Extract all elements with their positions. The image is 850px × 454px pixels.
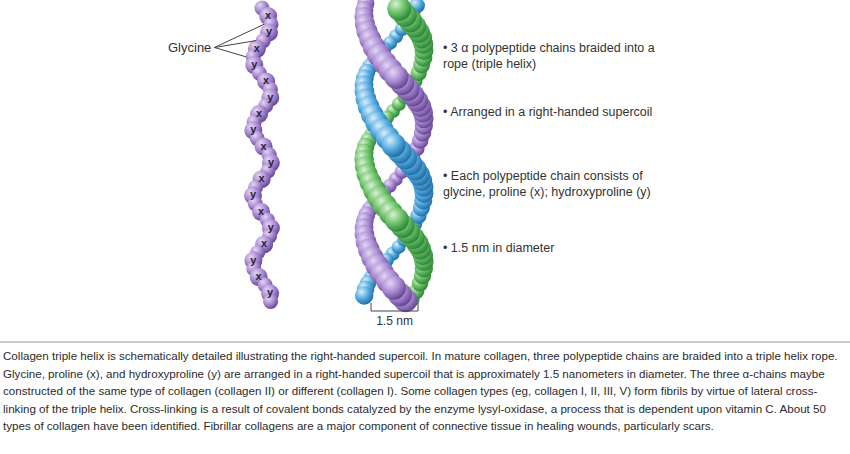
- residue-letter: x: [253, 108, 265, 119]
- bullet-note: • Each polypeptide chain consists of gly…: [443, 168, 658, 200]
- helix-sphere: [382, 133, 406, 157]
- helix-sphere: [385, 208, 409, 232]
- residue-letter: x: [256, 173, 268, 184]
- caption-rule: [0, 342, 850, 343]
- residue-letter: y: [247, 255, 259, 266]
- bullet-note: • 1.5 nm in diameter: [443, 240, 658, 256]
- residue-letter: x: [258, 141, 270, 152]
- residue-letter: y: [263, 26, 275, 37]
- residue-letter: y: [264, 92, 276, 103]
- figure-caption: Collagen triple helix is schematically d…: [3, 347, 845, 435]
- residue-letter: y: [248, 59, 260, 70]
- bullet-note: • Arranged in a right-handed supercoil: [443, 104, 658, 120]
- dimension-label: 1.5 nm: [376, 314, 413, 328]
- glycine-label: Glycine: [168, 40, 211, 55]
- residue-letter: x: [253, 271, 265, 282]
- residue-letter: x: [262, 10, 274, 21]
- dimension-bracket: [371, 303, 418, 311]
- residue-letter: y: [265, 157, 277, 168]
- helix-sphere: [387, 0, 411, 21]
- helix-sphere: [382, 276, 406, 300]
- residue-letter: y: [247, 189, 259, 200]
- residue-letter: y: [264, 287, 276, 298]
- bullet-note: • 3 α polypeptide chains braided into a …: [443, 40, 658, 72]
- residue-letter: y: [247, 124, 259, 135]
- leader-lines: [214, 24, 264, 57]
- triple-helix: [354, 0, 433, 312]
- residue-letter: x: [255, 206, 267, 217]
- residue-letter: x: [260, 75, 272, 86]
- helix-sphere: [384, 65, 408, 89]
- leader-line: [214, 48, 246, 57]
- residue-letter: x: [251, 43, 263, 54]
- leader-line: [214, 41, 256, 48]
- residue-letter: y: [265, 222, 277, 233]
- helix-sphere: [355, 286, 373, 304]
- residue-letter: x: [258, 238, 270, 249]
- single-chain: [244, 1, 280, 309]
